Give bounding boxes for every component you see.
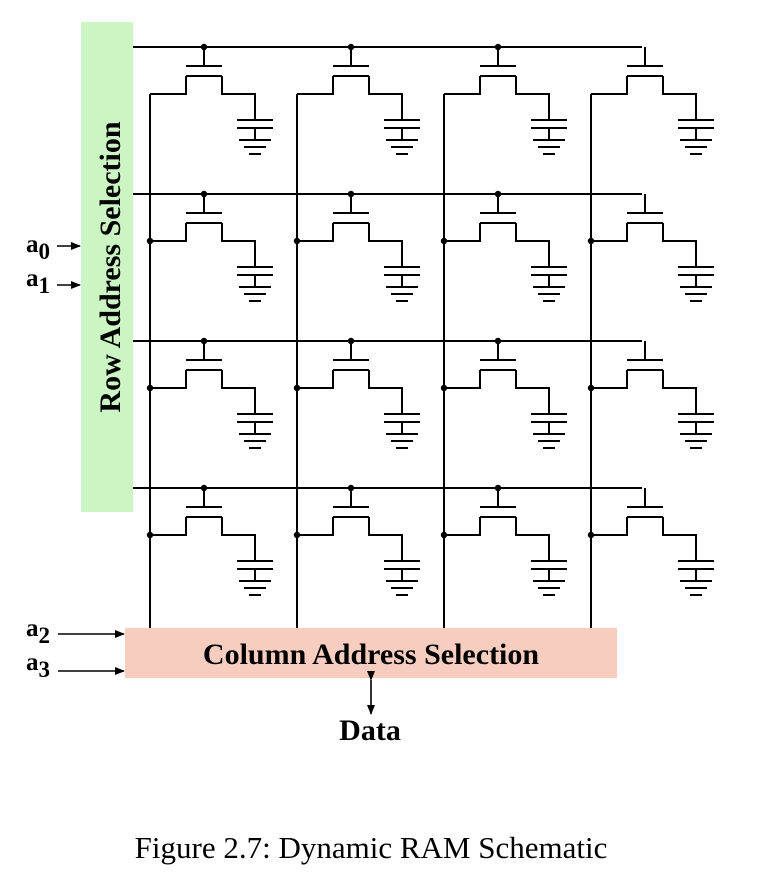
transistor-drain [221,223,256,267]
input-a0: a0 [26,231,81,264]
input-a3: a3 [26,649,125,682]
memory-cell [293,190,420,302]
transistor-source [297,370,334,389]
transistor-drain [662,76,697,120]
transistor-drain [515,370,550,414]
junction-dot [293,531,301,539]
transistor-source [150,370,187,389]
data-label: Data [339,714,401,747]
input-a1: a1 [26,265,81,298]
transistor-source [297,517,334,536]
row-address-selection-label: Row Address Selection [94,121,127,412]
transistor-drain [515,517,550,561]
transistor-drain [221,517,256,561]
svg-text:a3: a3 [26,649,50,682]
memory-cell [297,43,420,155]
junction-dot [587,237,595,245]
transistor-source [591,76,628,95]
transistor-source [150,76,187,95]
junction-dot [587,531,595,539]
transistor-drain [662,370,697,414]
memory-cell [444,43,567,155]
transistor-drain [515,223,550,267]
memory-cell [591,47,714,155]
junction-dot [146,531,154,539]
memory-cell-grid [133,43,714,628]
memory-cell [440,484,567,596]
junction-dot [440,384,448,392]
transistor-drain [221,76,256,120]
input-a3-base: a [26,649,39,676]
transistor-source [444,517,481,536]
svg-text:a1: a1 [26,265,50,298]
transistor-drain [662,517,697,561]
memory-cell [146,337,273,449]
transistor-source [297,223,334,242]
memory-cell [150,43,273,155]
memory-cell [587,341,714,449]
input-a2-sub: 2 [39,623,51,648]
transistor-source [591,223,628,242]
junction-dot [587,384,595,392]
svg-text:a0: a0 [26,231,50,264]
transistor-drain [368,223,403,267]
input-a0-sub: 0 [39,239,51,264]
transistor-drain [662,223,697,267]
memory-cell [440,190,567,302]
transistor-source [591,370,628,389]
memory-cell [587,488,714,596]
junction-dot [146,237,154,245]
transistor-source [150,517,187,536]
memory-cell [146,484,273,596]
transistor-source [444,370,481,389]
row-address-selection-block [81,22,133,512]
transistor-drain [368,76,403,120]
transistor-drain [515,76,550,120]
input-a1-sub: 1 [39,273,51,298]
transistor-source [444,223,481,242]
junction-dot [293,384,301,392]
transistor-drain [368,370,403,414]
transistor-drain [368,517,403,561]
junction-dot [293,237,301,245]
junction-dot [440,237,448,245]
memory-cell [293,337,420,449]
transistor-source [444,76,481,95]
junction-dot [440,531,448,539]
transistor-source [297,76,334,95]
svg-text:a2: a2 [26,615,50,648]
input-a0-base: a [26,231,39,258]
input-a2: a2 [26,615,125,648]
junction-dot [146,384,154,392]
transistor-drain [221,370,256,414]
memory-cell [587,194,714,302]
memory-cell [146,190,273,302]
memory-cell [293,484,420,596]
transistor-source [591,517,628,536]
input-a3-sub: 3 [39,657,51,682]
memory-cell [440,337,567,449]
transistor-source [150,223,187,242]
input-a1-base: a [26,265,39,292]
column-address-selection-block [125,628,617,678]
figure-caption: Figure 2.7: Dynamic RAM Schematic [135,830,608,865]
input-a2-base: a [26,615,39,642]
column-address-selection-label: Column Address Selection [203,638,539,671]
